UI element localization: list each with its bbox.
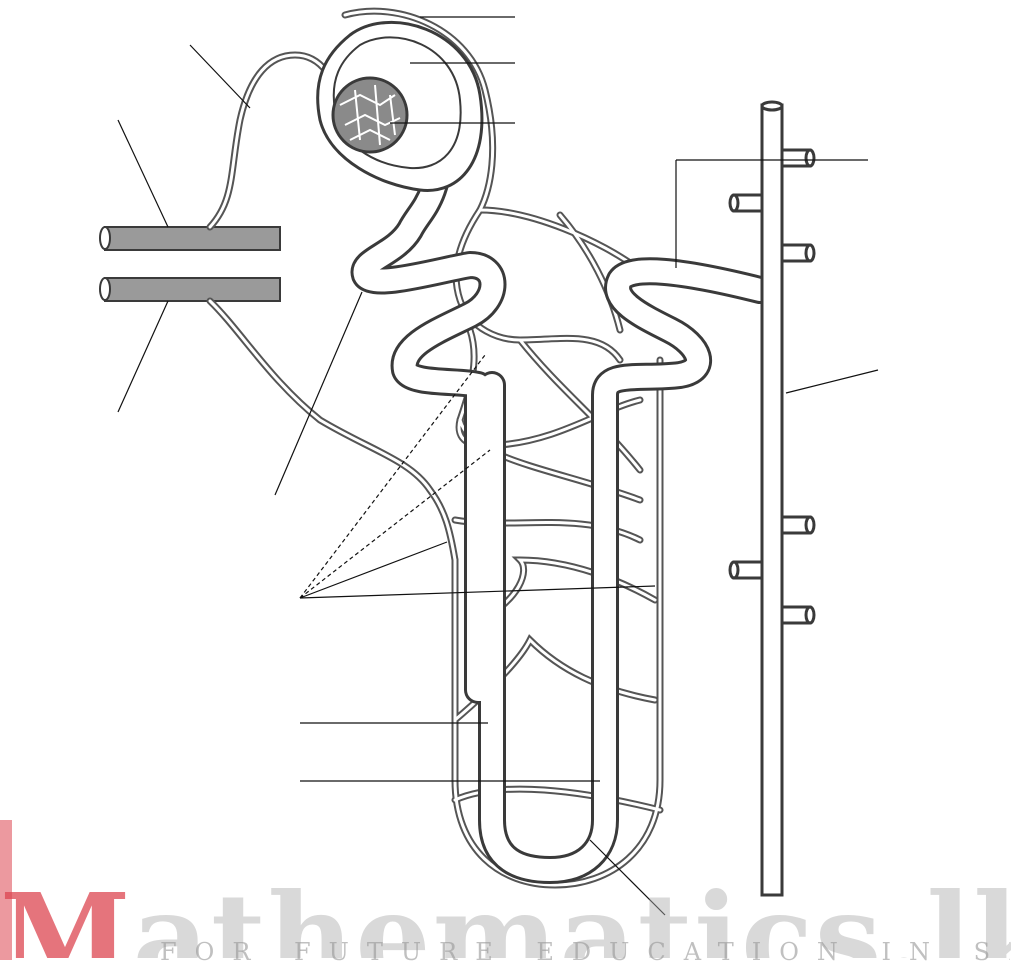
leader-line-6 (118, 301, 168, 412)
efferent-arteriole (105, 278, 280, 301)
glomerulus (333, 78, 407, 152)
leader-line-9 (786, 370, 878, 393)
arterioles (100, 227, 280, 301)
efferent-arteriole-cap (100, 278, 110, 300)
afferent-arteriole (105, 227, 280, 250)
watermark-tagline: FOR FUTURE EDUCATION IN SRI LANKA (160, 938, 1010, 972)
leader-line-5 (118, 120, 168, 227)
afferent-arteriole-cap (100, 227, 110, 249)
collecting-duct (730, 102, 814, 895)
leader-line-4 (190, 45, 250, 108)
